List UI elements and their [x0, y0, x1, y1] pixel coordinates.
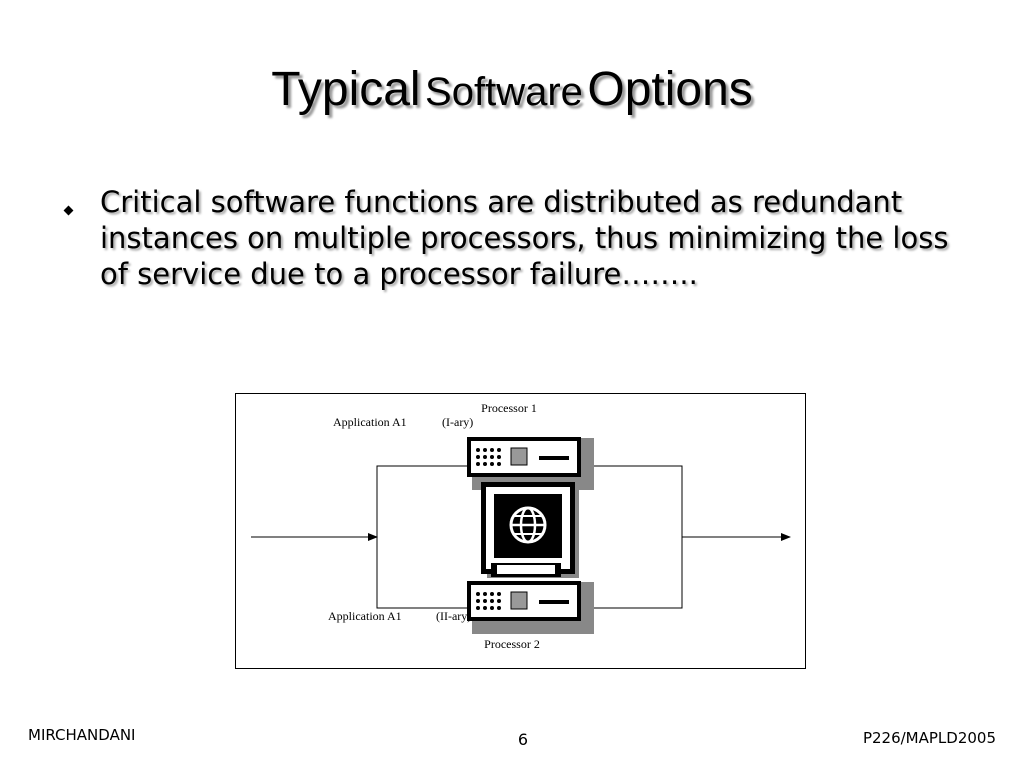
app-bottom-role: (II-ary): [436, 609, 471, 623]
processor2-label: Processor 2: [484, 637, 540, 651]
footer-page-number: 6: [517, 730, 529, 749]
app-top-label: Application A1: [333, 415, 407, 429]
slide-title: Typical Software Options: [0, 62, 1024, 117]
app-bottom-label: Application A1: [328, 609, 402, 623]
bullet-text: Critical software functions are distribu…: [100, 185, 949, 291]
server-top-icon: [467, 437, 594, 490]
title-word-software: Software: [425, 70, 583, 114]
title-word-typical: Typical: [271, 63, 421, 116]
monitor-globe-icon: [481, 482, 579, 578]
left-branch-lines: [376, 465, 471, 609]
diamond-bullet-icon: [63, 205, 74, 216]
title-word-options: Options: [587, 63, 753, 116]
redundancy-diagram: Processor 1 Application A1 (I-ary) Appli…: [235, 393, 806, 669]
footer-reference: P226/MAPLD2005: [862, 729, 996, 747]
app-top-role: (I-ary): [442, 415, 473, 429]
server-bottom-icon: [467, 581, 594, 634]
footer-author: MIRCHANDANI: [28, 726, 136, 744]
processor1-label: Processor 1: [481, 401, 537, 415]
